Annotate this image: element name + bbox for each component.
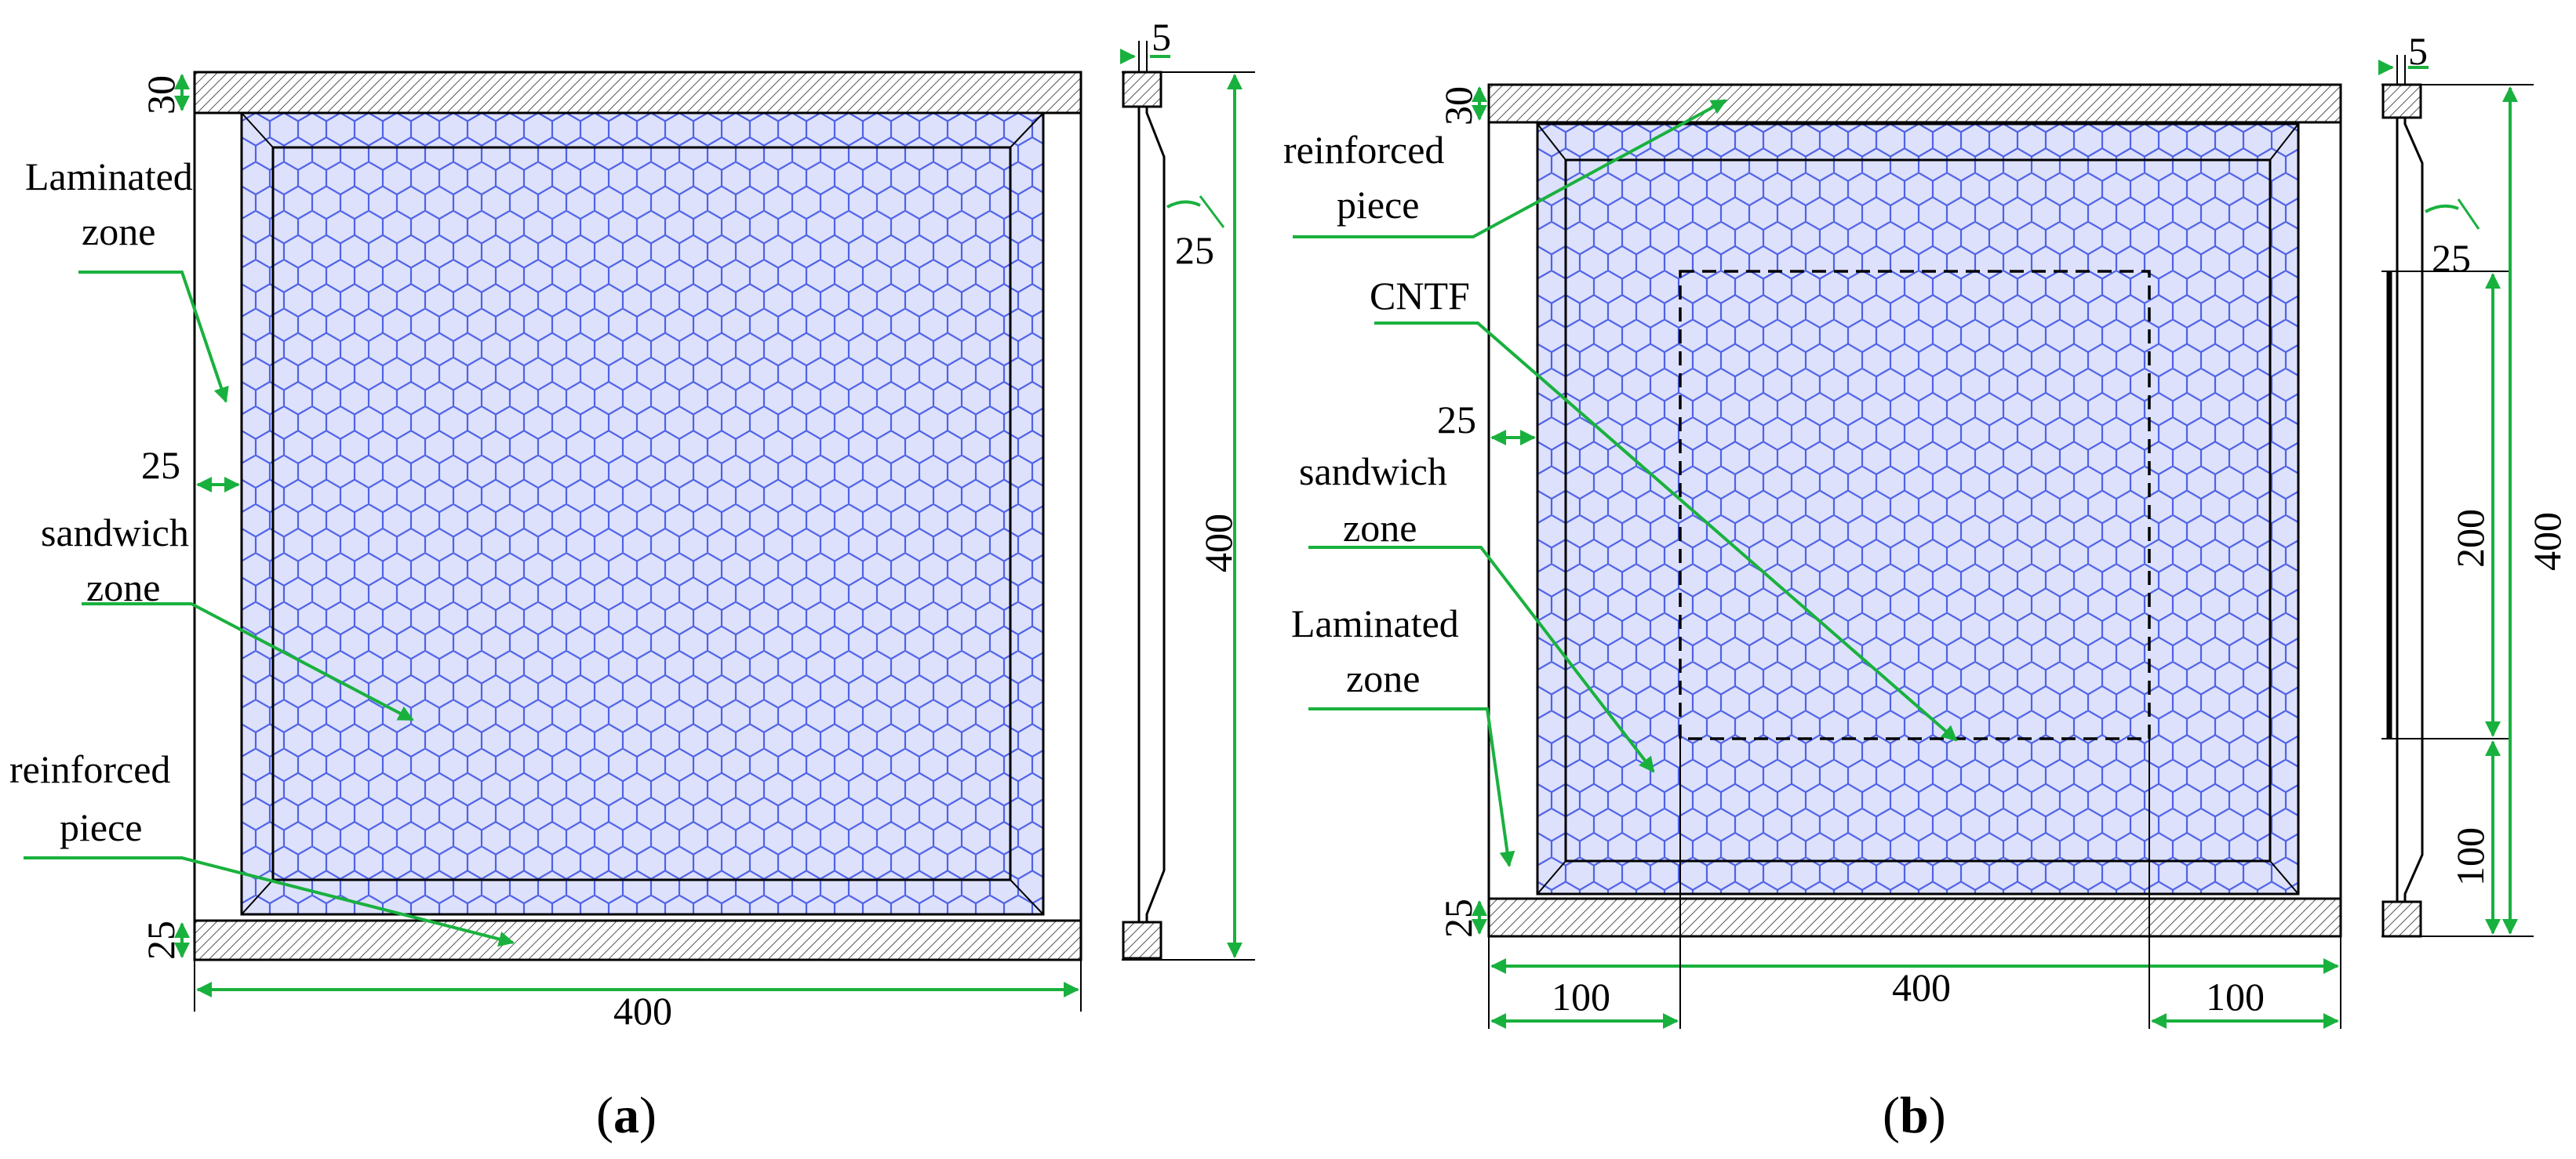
panel-a: Laminated zone sandwich zone reinforced … xyxy=(9,15,1255,1144)
caption-b: (b) xyxy=(1883,1087,1946,1144)
dim-b-bottom-offset: 100 xyxy=(2448,827,2492,886)
dim-b-right-offset: 100 xyxy=(2206,975,2265,1019)
dim-b-margin: 25 xyxy=(1437,398,1476,441)
panel-b-bottom-strip xyxy=(1487,897,2342,938)
dim-b-angle: 25 xyxy=(2432,236,2471,280)
panel-b-top-strip xyxy=(1487,83,2342,124)
panel-b-sandwich-core xyxy=(1536,122,2300,896)
label-b-reinforced-1: reinforced xyxy=(1283,128,1444,172)
dim-b-left-offset: 100 xyxy=(1552,975,1610,1019)
dim-a-bottom-strip: 25 xyxy=(139,921,183,960)
dim-a-top-strip: 30 xyxy=(139,75,183,114)
label-b-laminated-2: zone xyxy=(1346,656,1420,700)
panel-a-leaders xyxy=(24,271,515,947)
cntf-region xyxy=(1679,270,2151,740)
label-b-sandwich-2: zone xyxy=(1343,506,1417,550)
dim-b-bottom-strip: 25 xyxy=(1436,899,1480,938)
dim-a-thickness: 5 xyxy=(1152,15,1171,59)
label-a-laminated-1: Laminated xyxy=(25,154,193,198)
label-b-cntf: CNTF xyxy=(1370,274,1470,318)
dim-a-margin: 25 xyxy=(141,443,180,487)
label-b-sandwich-1: sandwich xyxy=(1299,449,1447,493)
dim-a-width: 400 xyxy=(613,989,672,1033)
dim-b-cntf-height: 200 xyxy=(2448,509,2492,568)
panel-a-top-strip xyxy=(193,71,1082,114)
label-b-reinforced-2: piece xyxy=(1337,183,1419,227)
label-a-laminated-2: zone xyxy=(82,209,155,253)
panel-a-sandwich-core xyxy=(240,111,1045,916)
dim-b-thickness: 5 xyxy=(2408,29,2428,73)
dim-b-height: 400 xyxy=(2525,512,2569,571)
dim-b-width: 400 xyxy=(1892,965,1951,1009)
caption-a: (a) xyxy=(596,1087,657,1144)
label-a-reinforced-2: piece xyxy=(60,805,142,849)
label-a-reinforced-1: reinforced xyxy=(9,747,170,791)
label-b-laminated-1: Laminated xyxy=(1291,601,1459,645)
dim-a-angle: 25 xyxy=(1175,228,1214,272)
label-a-sandwich-2: zone xyxy=(86,565,160,609)
panel-a-bottom-strip xyxy=(193,919,1082,961)
panel-b-inner-boundary xyxy=(1564,158,2272,863)
dim-b-top-strip: 30 xyxy=(1436,86,1480,125)
label-a-sandwich-1: sandwich xyxy=(41,510,189,554)
panel-a-inner-boundary xyxy=(271,146,1012,881)
dim-a-height: 400 xyxy=(1196,514,1240,572)
panel-b-leaders xyxy=(1293,99,1958,867)
panel-b: reinforced piece CNTF sandwich zone Lami… xyxy=(1283,29,2569,1144)
panel-b-side-profile xyxy=(2381,55,2534,938)
panel-a-side-profile xyxy=(1122,41,1255,961)
